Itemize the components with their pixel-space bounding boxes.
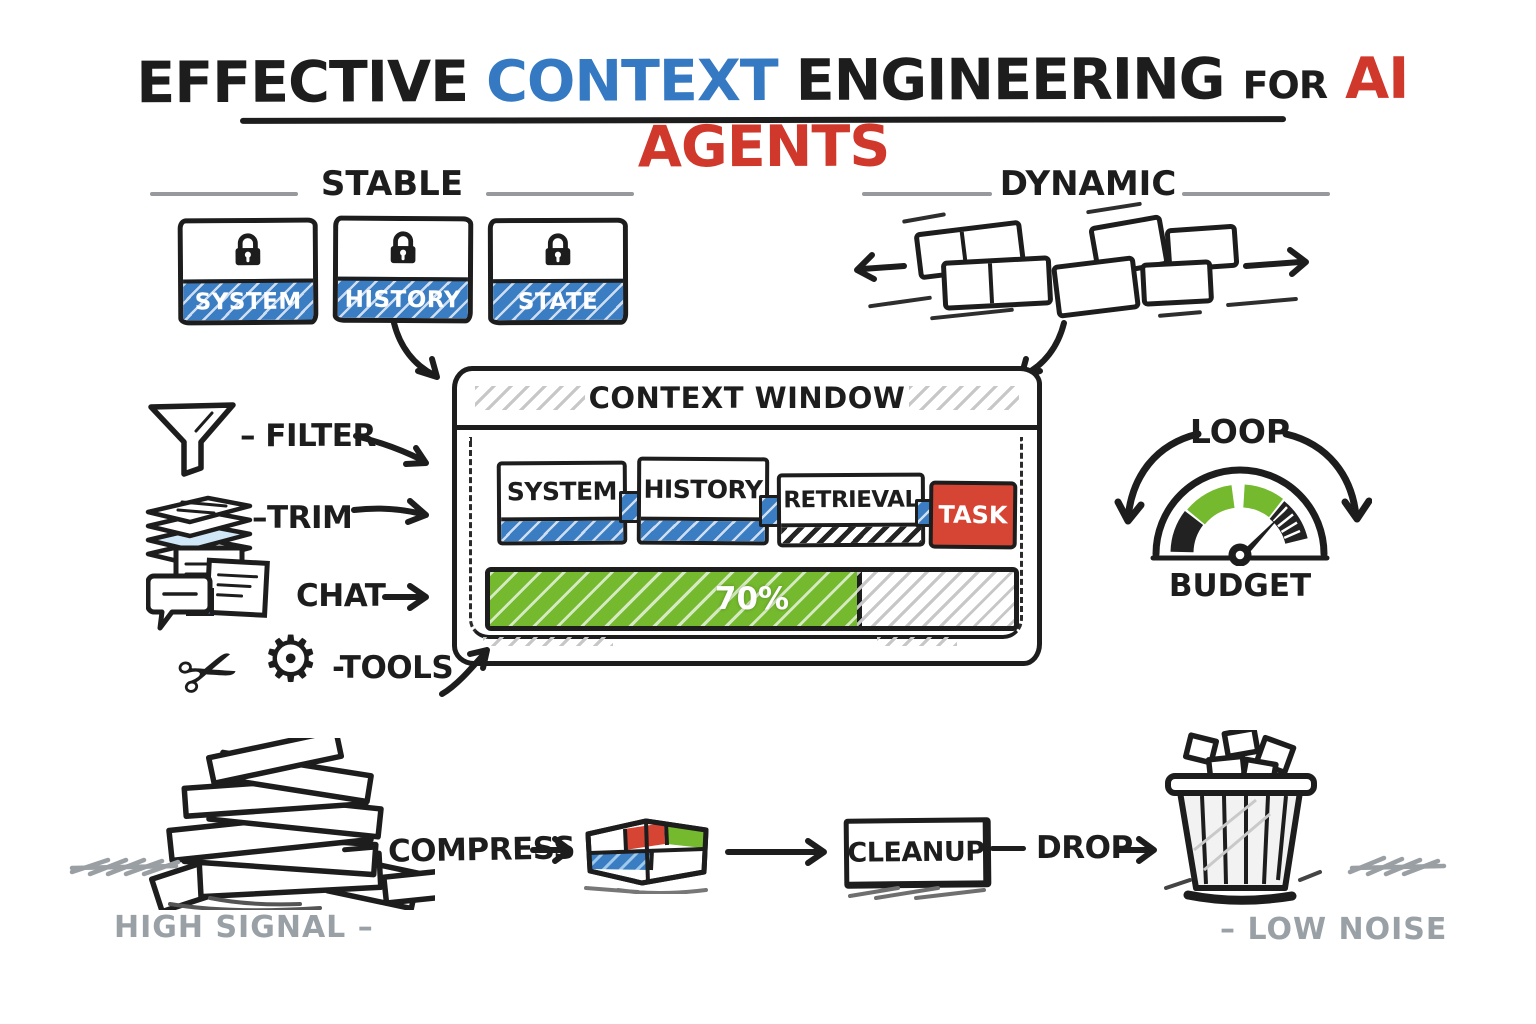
usage-progress-bar: 70% bbox=[485, 567, 1019, 631]
compressed-box-icon bbox=[584, 818, 709, 894]
drop-arrow-icon bbox=[1114, 836, 1157, 864]
stable-card-state: STATE bbox=[487, 217, 629, 326]
segment-label: SYSTEM bbox=[500, 464, 624, 522]
speed-line bbox=[868, 295, 932, 309]
tools-arrow-icon bbox=[439, 647, 490, 697]
ground-scribble-right bbox=[1347, 855, 1447, 877]
segment-bar-blue bbox=[640, 520, 765, 542]
segment-bar-black-hatch bbox=[781, 526, 922, 544]
funnel-icon bbox=[146, 398, 238, 484]
trim-arrow-icon bbox=[351, 498, 429, 525]
chat-docs-icon bbox=[145, 542, 298, 660]
input-label-tools: -TOOLS bbox=[332, 650, 454, 686]
to-cleanup-arrow-icon bbox=[725, 838, 827, 866]
dynamic-rule-left bbox=[862, 192, 992, 196]
dynamic-rule-right bbox=[1182, 192, 1330, 196]
segment-history: HISTORY bbox=[636, 456, 770, 546]
segment-task: TASK bbox=[928, 480, 1018, 550]
title-word-context: CONTEXT bbox=[485, 47, 778, 115]
titlebar-hatch-right bbox=[909, 386, 1019, 410]
segment-bar-blue bbox=[501, 520, 624, 542]
cleanup-label: CLEANUP bbox=[847, 835, 985, 869]
speed-line bbox=[901, 212, 947, 224]
segment-label: HISTORY bbox=[640, 460, 766, 522]
stable-card-system: SYSTEM bbox=[177, 217, 319, 326]
title-word-effective: EFFECTIVE bbox=[136, 49, 469, 117]
paper-pile-icon bbox=[148, 738, 435, 910]
segment-retrieval: RETRIEVAL bbox=[776, 472, 926, 548]
stable-section-label: STABLE bbox=[320, 164, 464, 204]
context-window: CONTEXT WINDOW SYSTEM HISTORY RETRIEVAL … bbox=[452, 366, 1042, 666]
lock-icon bbox=[384, 228, 422, 270]
context-window-inner-frame bbox=[469, 437, 1023, 639]
segment-label: RETRIEVAL bbox=[780, 476, 922, 528]
loop-label: LOOP bbox=[1189, 412, 1291, 451]
connector-dash bbox=[990, 846, 1026, 851]
stable-card-label: STATE bbox=[493, 278, 624, 321]
dynamic-right-arrow-icon bbox=[1243, 247, 1309, 277]
window-bottom-hatch bbox=[877, 637, 957, 646]
lock-icon bbox=[229, 230, 267, 272]
caption-high-signal: HIGH SIGNAL – bbox=[114, 910, 374, 945]
stable-card-label: HISTORY bbox=[337, 276, 468, 319]
flying-card-green bbox=[1139, 259, 1215, 307]
titlebar-hatch-left bbox=[475, 386, 585, 410]
stable-card-label: SYSTEM bbox=[183, 278, 314, 321]
budget-gauge-icon bbox=[1150, 466, 1330, 566]
dynamic-section-label: DYNAMIC bbox=[999, 164, 1177, 204]
stable-card-history: HISTORY bbox=[332, 215, 474, 324]
speed-line bbox=[930, 307, 1014, 321]
usage-label: 70% bbox=[714, 581, 790, 617]
context-window-title: CONTEXT WINDOW bbox=[588, 381, 906, 415]
ground-scribble-left bbox=[69, 857, 181, 877]
loop-arrows-icon bbox=[1114, 430, 1372, 525]
usage-fill bbox=[490, 572, 862, 626]
title-word-for: FOR bbox=[1242, 63, 1328, 108]
gear-icon: ⚙ bbox=[262, 623, 320, 697]
title-word-engineering: ENGINEERING bbox=[795, 46, 1225, 114]
context-window-titlebar: CONTEXT WINDOW bbox=[457, 371, 1037, 430]
dynamic-left-arrow-icon bbox=[854, 252, 907, 282]
cleanup-box: CLEANUP bbox=[843, 817, 992, 889]
lock-icon bbox=[539, 230, 577, 272]
cleanup-shadow-scribble bbox=[848, 886, 986, 900]
filter-arrow-icon bbox=[353, 433, 429, 467]
compress-arrow-icon bbox=[530, 836, 573, 864]
input-label-trim: –TRIM bbox=[252, 500, 353, 536]
speed-line bbox=[1157, 310, 1203, 318]
stable-rule-right bbox=[486, 192, 634, 196]
flying-card-red bbox=[1051, 255, 1141, 319]
segment-system: SYSTEM bbox=[496, 460, 628, 546]
flying-card-white-domino bbox=[940, 255, 1054, 311]
budget-label: BUDGET bbox=[1168, 568, 1312, 604]
stable-to-window-arrow-icon bbox=[391, 320, 440, 380]
window-bottom-hatch bbox=[483, 637, 613, 646]
trash-can-icon bbox=[1164, 730, 1322, 905]
chat-arrow-icon bbox=[382, 583, 429, 611]
stable-rule-left bbox=[150, 192, 298, 196]
input-label-chat: CHAT bbox=[296, 578, 386, 614]
caption-low-noise: – LOW NOISE bbox=[1220, 912, 1448, 947]
speed-line bbox=[1225, 296, 1299, 308]
usage-remainder bbox=[856, 572, 1014, 626]
